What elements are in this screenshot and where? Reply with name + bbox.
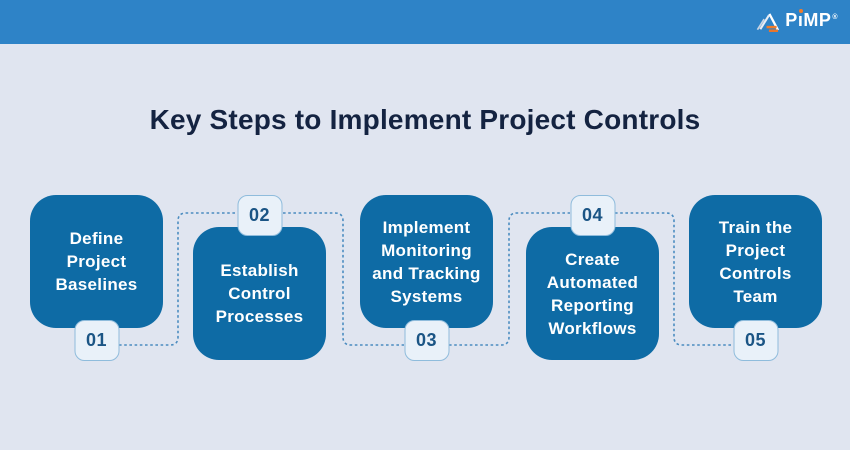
page-title: Key Steps to Implement Project Controls <box>149 104 701 135</box>
step-number-badge: 05 <box>733 320 778 361</box>
logo-i-dot-accent <box>798 8 803 13</box>
triangle-logo-icon <box>755 11 780 34</box>
step-label: Establish Control Processes <box>215 261 304 326</box>
step-number-badge: 03 <box>404 320 449 361</box>
wordmark-part-2: MP <box>803 9 832 30</box>
step-box-4: Create Automated Reporting Workflows 04 <box>526 195 659 360</box>
step-box-5: Train the Project Controls Team 05 <box>689 195 822 361</box>
step-box-2: Establish Control Processes 02 <box>193 195 326 360</box>
step-box-3: Implement Monitoring and Tracking System… <box>360 195 493 361</box>
step-label: Create Automated Reporting Workflows <box>546 249 639 338</box>
top-bar: P ı MP ® <box>0 0 850 44</box>
wordmark-part-1: P <box>785 9 798 30</box>
connector-step4-step5 <box>615 212 733 346</box>
connector-step1-step2 <box>119 212 237 346</box>
brand-logo: P ı MP ® <box>755 7 838 38</box>
step-number-badge: 02 <box>237 195 282 236</box>
wordmark-i: ı <box>797 8 804 30</box>
step-label: Implement Monitoring and Tracking System… <box>372 217 481 306</box>
dotted-connectors <box>119 212 733 346</box>
step-label: Define Project Baselines <box>55 229 138 294</box>
step-label: Train the Project Controls Team <box>718 217 793 306</box>
steps-diagram: Define Project Baselines 01 Establish Co… <box>0 180 850 400</box>
step-box-1: Define Project Baselines 01 <box>30 195 163 361</box>
registered-mark: ® <box>832 13 838 21</box>
step-number-badge: 01 <box>74 320 119 361</box>
step-number-badge: 04 <box>570 195 615 236</box>
brand-wordmark: P ı MP ® <box>785 7 838 38</box>
